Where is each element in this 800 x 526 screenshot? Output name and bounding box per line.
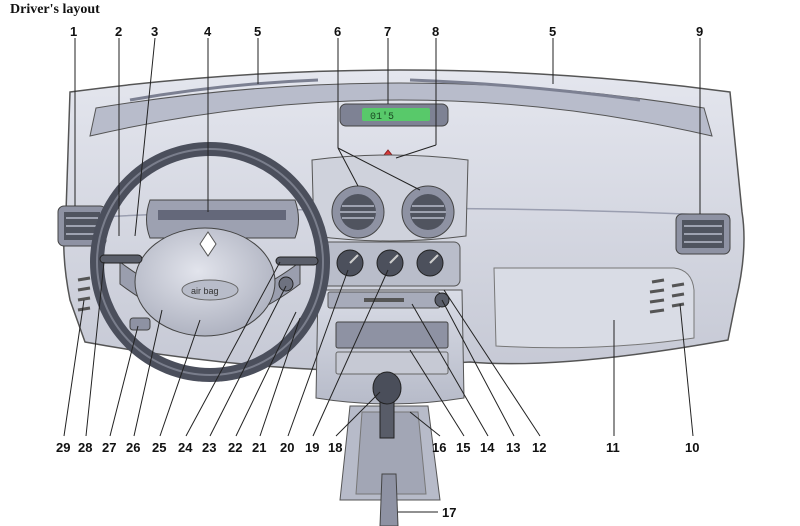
callout-5-left: 5: [254, 24, 261, 39]
gear-boot-inner: [355, 411, 427, 495]
callout-25: 25: [152, 440, 166, 455]
center-vent-left: [331, 185, 385, 239]
ignition-switch: [278, 276, 294, 292]
callout-7: 7: [384, 24, 391, 39]
callout-22: 22: [228, 440, 242, 455]
glovebox: [493, 267, 695, 349]
gear-knob: [372, 371, 402, 405]
display-screen: [362, 108, 430, 121]
callout-8: 8: [432, 24, 439, 39]
callout-4: 4: [204, 24, 212, 39]
radio-slot-opening: [364, 298, 404, 302]
callout-18: 18: [328, 440, 342, 455]
steering-wheel-rim-highlight: [96, 148, 324, 376]
callout-9: 9: [696, 24, 703, 39]
callout-21: 21: [252, 440, 266, 455]
speaker-grille-left: [77, 276, 91, 312]
display-readout: 01'5: [370, 111, 394, 123]
callout-28: 28: [78, 440, 92, 455]
heater-knob-fan: [376, 249, 404, 277]
callout-5-right: 5: [549, 24, 556, 39]
callout-16: 16: [432, 440, 446, 455]
callout-6: 6: [334, 24, 341, 39]
callout-11: 11: [606, 440, 620, 455]
callout-3: 3: [151, 24, 158, 39]
page-title: Driver's layout: [10, 2, 100, 17]
callout-1: 1: [70, 24, 77, 39]
callout-27: 27: [102, 440, 116, 455]
callout-10: 10: [685, 440, 699, 455]
callout-2: 2: [115, 24, 122, 39]
demister-vent-left: [129, 78, 319, 102]
demister-vent-right: [409, 78, 641, 102]
callout-14: 14: [480, 440, 495, 455]
airbag-label: air bag: [191, 286, 219, 296]
storage-tray: [335, 321, 449, 349]
speaker-grille-right: [649, 278, 685, 314]
callout-17: 17: [442, 505, 456, 520]
ashtray: [335, 351, 449, 375]
callout-12: 12: [532, 440, 546, 455]
callout-24: 24: [178, 440, 193, 455]
callout-20: 20: [280, 440, 294, 455]
callout-19: 19: [305, 440, 319, 455]
heater-knob-distribution: [416, 249, 444, 277]
callout-13: 13: [506, 440, 520, 455]
bonnet-release: [129, 317, 151, 331]
leader-lines: [63, 37, 701, 513]
wiper-stalk: [275, 256, 319, 266]
callout-26: 26: [126, 440, 140, 455]
indicator-stalk: [99, 254, 143, 264]
heater-knob-temperature: [336, 249, 364, 277]
center-vent-right: [401, 185, 455, 239]
callout-23: 23: [202, 440, 216, 455]
instrument-readout: [158, 210, 286, 220]
callout-15: 15: [456, 440, 470, 455]
renault-logo-icon: [199, 231, 217, 257]
dash-hood: [89, 82, 713, 137]
callout-29: 29: [56, 440, 70, 455]
airbag-badge: [181, 279, 239, 301]
handbrake-lever: [379, 473, 399, 526]
side-vent-right: [675, 213, 731, 255]
